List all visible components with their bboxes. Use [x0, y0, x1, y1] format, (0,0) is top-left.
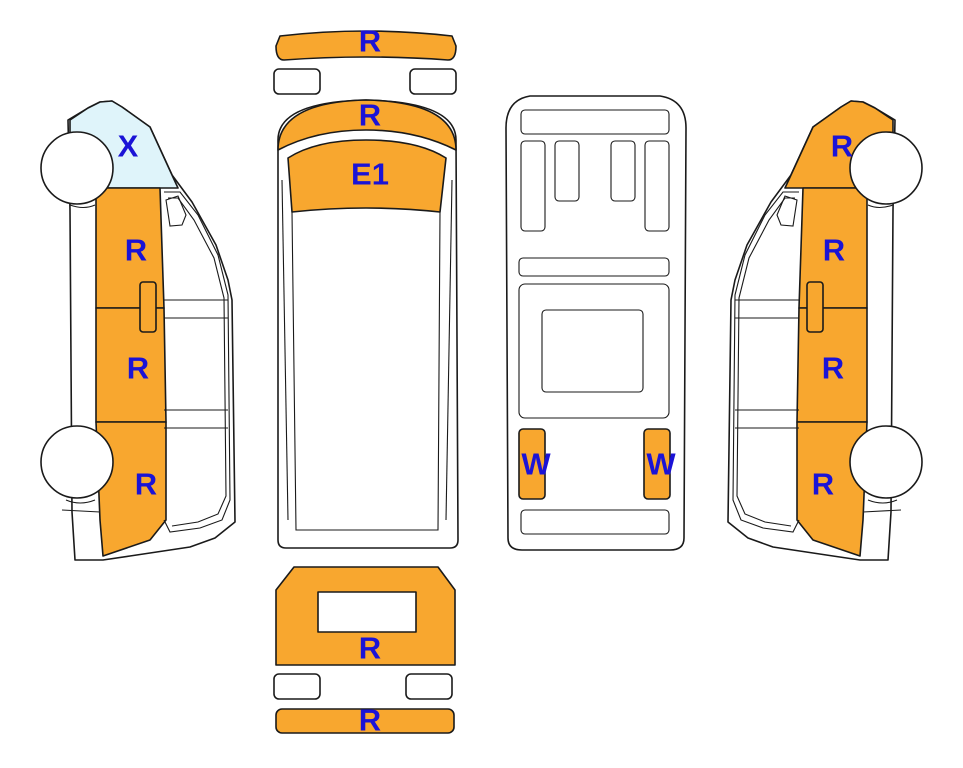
tailgate-label: R: [359, 631, 381, 666]
left-door-handle-icon: [139, 281, 157, 333]
underside-right-wheel-label: W: [646, 447, 676, 482]
hood-panel[interactable]: [277, 99, 457, 151]
right-sliding-door-label: R: [822, 351, 844, 386]
front-bumper-label: R: [359, 24, 381, 59]
rear-left-taillight: [273, 673, 321, 700]
rear-bumper-label: R: [359, 703, 381, 738]
right-front-door-label: R: [823, 233, 845, 268]
rear-window: [317, 591, 417, 633]
right-door-handle-icon: [806, 281, 824, 333]
right-a-pillar-label: R: [831, 129, 853, 164]
left-a-pillar-label: X: [118, 129, 139, 164]
left-front-door-label: R: [125, 233, 147, 268]
rear-right-taillight: [405, 673, 453, 700]
underside-view: W W: [505, 95, 687, 551]
left-rear-wheel: [40, 425, 114, 499]
top-view: R R E1: [273, 24, 459, 549]
left-front-wheel: [40, 131, 114, 205]
underside-right-wheel[interactable]: [643, 428, 671, 500]
rear-view: R R: [273, 566, 456, 738]
underside-left-wheel-label: W: [521, 447, 551, 482]
left-rear-quarter-panel[interactable]: [95, 421, 167, 557]
right-rear-quarter-panel[interactable]: [796, 421, 868, 557]
front-left-headlight: [273, 68, 321, 95]
rear-bumper-panel[interactable]: [275, 708, 455, 734]
right-side-view: [727, 100, 923, 561]
underside-left-wheel[interactable]: [518, 428, 546, 500]
windshield-panel[interactable]: [287, 139, 447, 213]
windshield-label: E1: [351, 157, 389, 192]
left-sliding-door-label: R: [127, 351, 149, 386]
front-right-headlight: [409, 68, 457, 95]
right-front-wheel: [849, 131, 923, 205]
right-rear-wheel: [849, 425, 923, 499]
hood-label: R: [359, 98, 381, 133]
front-bumper-panel[interactable]: [275, 30, 457, 61]
right-side-labels: R R R R: [812, 129, 853, 502]
right-rear-quarter-label: R: [812, 467, 834, 502]
left-rear-quarter-label: R: [135, 467, 157, 502]
left-side-view: X R R R: [40, 100, 236, 561]
